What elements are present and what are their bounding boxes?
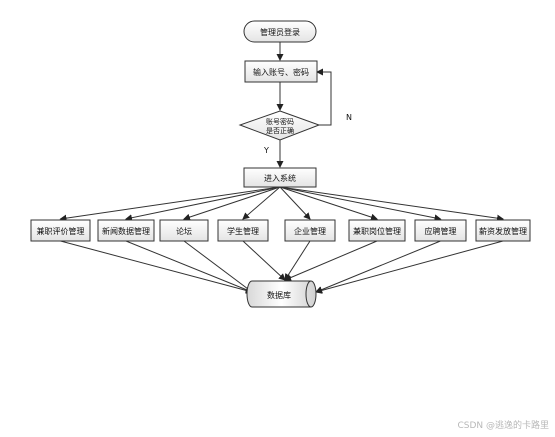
start-node: 管理员登录 xyxy=(243,20,317,43)
arrow-enter-to-module xyxy=(183,186,281,221)
module-box-frame xyxy=(475,219,531,242)
module-label: 新闻数据管理 xyxy=(102,226,150,236)
arrow-module-to-database xyxy=(315,240,441,293)
arrow-module-to-database xyxy=(60,240,253,294)
module-box-frame xyxy=(30,219,91,242)
module-box: 学生管理 xyxy=(217,219,269,242)
module-box-frame xyxy=(284,219,336,242)
module-box: 兼职岗位管理 xyxy=(348,219,406,242)
decision-node: 账号密码 是否正确 xyxy=(238,110,321,141)
module-row: 兼职评价管理 新闻数据管理 论坛 学生管理 企业管理 兼职岗位管理 应聘管理 薪资发放管理 xyxy=(30,219,531,242)
arrow-no-loop xyxy=(316,68,332,126)
module-box-frame xyxy=(217,219,269,242)
module-box: 企业管理 xyxy=(284,219,336,242)
arrow-module-to-database xyxy=(284,240,311,281)
module-label: 企业管理 xyxy=(294,226,326,236)
arrow-enter-to-module xyxy=(279,186,442,222)
watermark: CSDN @逃逸的卡路里 xyxy=(457,421,549,431)
enter-system-node: 进入系统 xyxy=(243,167,317,188)
module-label: 兼职岗位管理 xyxy=(353,226,401,236)
arrow-module-to-database xyxy=(315,240,504,294)
module-box: 薪资发放管理 xyxy=(475,219,531,242)
arrow-module-to-database xyxy=(242,240,286,281)
arrow-enter-to-module xyxy=(125,186,281,222)
arrow-enter-to-module xyxy=(279,186,378,221)
module-label: 学生管理 xyxy=(227,226,259,236)
yes-branch-label: Y xyxy=(263,146,269,155)
input-node: 输入账号、密码 xyxy=(244,60,318,83)
module-box-frame xyxy=(348,219,406,242)
arrow-module-to-database xyxy=(183,240,253,293)
module-box-frame xyxy=(97,219,155,242)
module-label: 论坛 xyxy=(176,226,192,236)
arrow-module-to-database xyxy=(284,240,378,281)
arrow-enter-to-module xyxy=(242,186,281,220)
arrow-module-to-database xyxy=(125,240,253,293)
module-box-frame xyxy=(414,219,467,242)
arrow-enter-to-module xyxy=(59,186,281,222)
database-label: 数据库 xyxy=(267,290,291,300)
enter-system-label: 进入系统 xyxy=(264,173,296,183)
module-label: 薪资发放管理 xyxy=(479,226,527,236)
module-label: 应聘管理 xyxy=(425,226,457,236)
decision-label-line1: 账号密码 xyxy=(266,117,294,126)
module-label: 兼职评价管理 xyxy=(37,226,85,236)
module-box: 兼职评价管理 xyxy=(30,219,91,242)
decision-label-line2: 是否正确 xyxy=(266,126,294,135)
no-branch-label: N xyxy=(346,113,352,122)
arrow-enter-to-module xyxy=(279,186,504,222)
arrow-enter-to-module xyxy=(279,186,311,220)
main-connectors xyxy=(276,42,332,168)
start-label: 管理员登录 xyxy=(260,27,300,37)
module-box-frame xyxy=(159,219,209,242)
module-box: 应聘管理 xyxy=(414,219,467,242)
input-label: 输入账号、密码 xyxy=(253,67,309,77)
module-box: 论坛 xyxy=(159,219,209,242)
database-node: 数据库 xyxy=(246,280,317,308)
module-connectors xyxy=(59,186,504,294)
module-box: 新闻数据管理 xyxy=(97,219,155,242)
